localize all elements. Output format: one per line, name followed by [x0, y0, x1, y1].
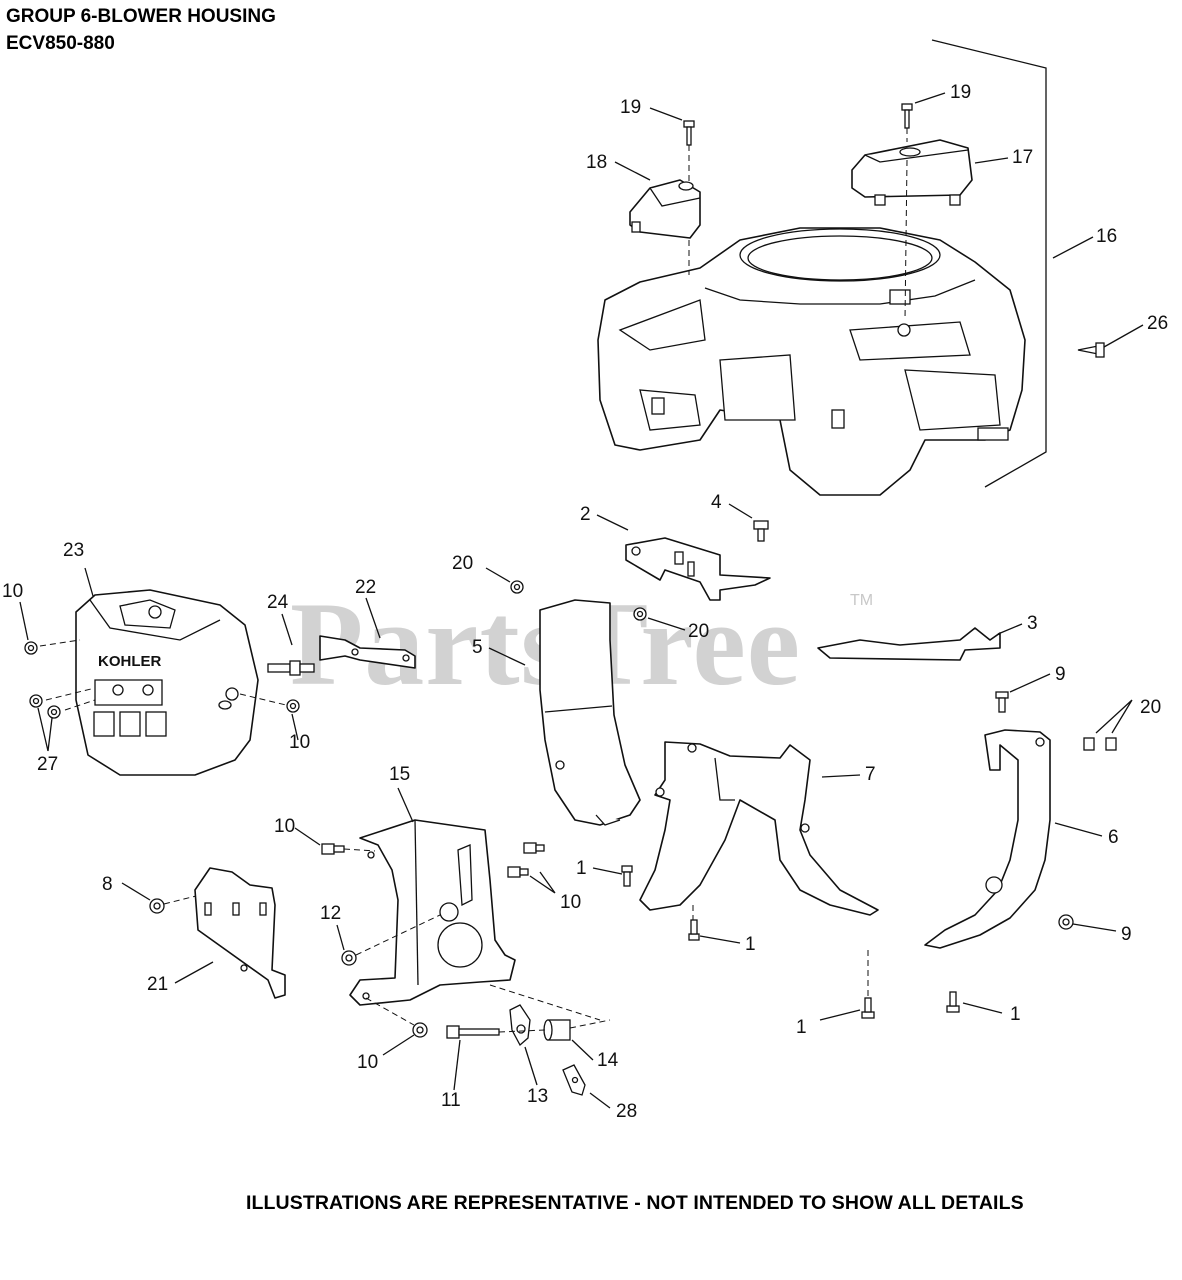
bolt-part-10-a: [24, 641, 38, 655]
callout-15: 15: [389, 764, 410, 785]
callout-7: 7: [865, 764, 876, 785]
callout-26: 26: [1147, 313, 1168, 334]
callout-20-right: 20: [1140, 697, 1161, 718]
callout-8: 8: [102, 874, 113, 895]
callout-3: 3: [1027, 613, 1038, 634]
nut-part-20-left: [510, 580, 524, 594]
plate-part-3: [817, 627, 1001, 661]
bolt-part-4: [753, 520, 769, 542]
callout-10-b: 10: [289, 732, 310, 753]
housing-frame-line: [931, 39, 1047, 488]
nut-part-27-a: [29, 694, 43, 708]
callout-19-right: 19: [950, 82, 971, 103]
callout-9-top: 9: [1055, 664, 1066, 685]
cover-part-18: [629, 179, 701, 239]
nut-part-27-b: [47, 705, 61, 719]
dash-line-15-hardware: [489, 984, 611, 1033]
stud-part-24: [267, 660, 315, 676]
nut-part-10-e: [412, 1022, 428, 1038]
callout-5: 5: [472, 637, 483, 658]
callout-1-a: 1: [576, 858, 587, 879]
callout-24: 24: [267, 592, 289, 613]
nut-part-12: [341, 950, 357, 966]
trademark-mark: TM: [850, 592, 874, 609]
bolt-part-10-d-upper: [523, 842, 545, 854]
bolt-part-10-c: [321, 843, 345, 855]
dash-line-10-e: [365, 997, 415, 1026]
bracket-part-22: [319, 635, 416, 669]
dash-line-12: [355, 914, 441, 956]
callout-16: 16: [1096, 226, 1117, 247]
callout-23: 23: [63, 540, 84, 561]
callout-10-c: 10: [274, 816, 295, 837]
bracket-part-13: [509, 1004, 531, 1047]
callout-27: 27: [37, 754, 58, 775]
callout-1-b: 1: [745, 934, 756, 955]
callout-28: 28: [616, 1101, 637, 1122]
kohler-logo: KOHLER: [98, 653, 162, 670]
model-range: ECV850-880: [6, 33, 115, 54]
nut-part-20-right: [1083, 737, 1117, 751]
bolt-part-1-d: [946, 991, 960, 1013]
callout-11: 11: [441, 1090, 461, 1111]
bolt-part-11: [446, 1025, 500, 1039]
callout-21: 21: [147, 974, 168, 995]
dash-line-10-c: [343, 848, 376, 852]
callout-9-bottom: 9: [1121, 924, 1132, 945]
bolt-part-1-b: [688, 919, 700, 941]
callout-10-d: 10: [560, 892, 581, 913]
leader-lines: [19, 92, 1144, 1109]
callout-12: 12: [320, 903, 341, 924]
callout-17: 17: [1012, 147, 1033, 168]
callout-4: 4: [711, 492, 722, 513]
shield-part-7: [639, 741, 879, 916]
bolt-part-26: [1077, 342, 1105, 358]
spacer-part-14: [543, 1019, 571, 1041]
bolt-part-19-left: [683, 120, 695, 146]
cover-part-17: [851, 139, 973, 206]
callout-22: 22: [355, 577, 376, 598]
blower-housing-part-16: [597, 227, 1026, 496]
nut-part-20-mid: [633, 607, 647, 621]
shield-part-6: [924, 729, 1051, 949]
callout-20-left: 20: [452, 553, 473, 574]
bolt-part-10-d-lower: [507, 866, 529, 878]
callout-14: 14: [597, 1050, 619, 1071]
bracket-part-2: [625, 537, 771, 601]
callout-1-d: 1: [1010, 1004, 1021, 1025]
dash-line-19-right: [904, 128, 908, 321]
nut-part-9-bottom: [1058, 914, 1074, 930]
bolt-part-1-a: [621, 865, 633, 887]
callout-13: 13: [527, 1086, 548, 1107]
callout-19-left: 19: [620, 97, 641, 118]
bolt-part-19-right: [901, 103, 913, 129]
callout-6: 6: [1108, 827, 1119, 848]
dash-line-8: [163, 894, 201, 905]
diagram-title: GROUP 6-BLOWER HOUSING: [6, 6, 276, 27]
nut-part-8: [149, 898, 165, 914]
callout-18: 18: [586, 152, 607, 173]
footer-disclaimer: ILLUSTRATIONS ARE REPRESENTATIVE - NOT I…: [246, 1192, 1024, 1214]
callout-10-e: 10: [357, 1052, 378, 1073]
bracket-part-15: [349, 819, 516, 1006]
bolt-part-10-b: [286, 699, 300, 713]
air-cleaner-cover-part-23: [75, 589, 259, 776]
plate-part-28: [562, 1064, 586, 1096]
bolt-part-1-c: [861, 997, 875, 1019]
bracket-part-21: [194, 867, 286, 999]
callout-1-c: 1: [796, 1017, 807, 1038]
shield-part-5: [539, 599, 641, 826]
bolt-part-9-top: [995, 691, 1009, 713]
callout-20-mid: 20: [688, 621, 709, 642]
callout-2: 2: [580, 504, 591, 525]
callout-10-a: 10: [2, 581, 23, 602]
dash-line-23: [39, 639, 287, 711]
